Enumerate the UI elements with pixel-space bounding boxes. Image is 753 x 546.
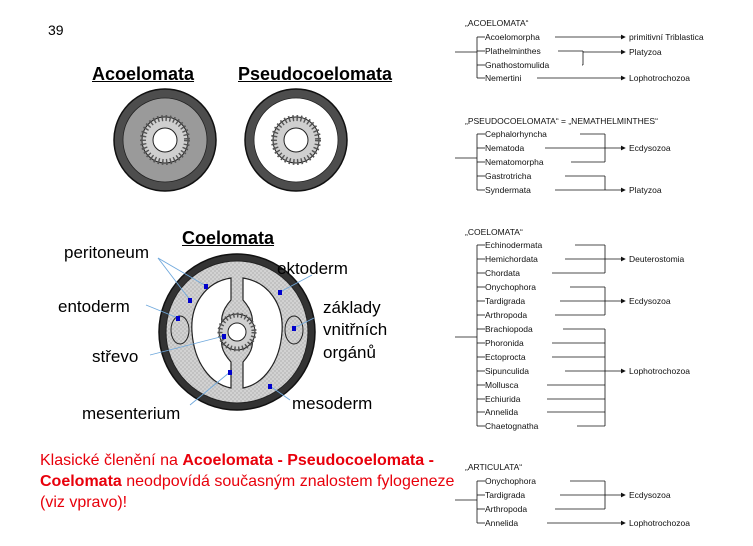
taxon: Tardigrada	[485, 490, 525, 500]
acoelomata-diagram	[113, 88, 217, 192]
pseudocoelomata-diagram	[244, 88, 348, 192]
target-clade: Lophotrochozoa	[629, 73, 690, 83]
taxon: Onychophora	[485, 282, 536, 292]
taxon: Echiurida	[485, 394, 521, 404]
page-number: 39	[48, 22, 64, 38]
taxon: Brachiopoda	[485, 324, 533, 334]
group-title-coelomata: „COELOMATA“	[465, 227, 523, 237]
label-ektoderm: ektoderm	[277, 259, 348, 278]
label-zaklady-line1: základy	[323, 298, 381, 317]
taxon: Nematomorpha	[485, 157, 544, 167]
taxon: Gnathostomulida	[485, 60, 550, 70]
caption-text-2: neodpovídá současným znalostem fylogenez…	[40, 473, 455, 511]
caption-bold: Acoelomata - Pseudocoelomata - Coelomata	[40, 452, 434, 490]
label-mesenterium: mesenterium	[82, 404, 181, 423]
heading-acoelomata: Acoelomata	[92, 64, 195, 84]
taxon: Tardigrada	[485, 296, 525, 306]
target-clade: Ecdysozoa	[629, 296, 671, 306]
taxon: Chaetognatha	[485, 421, 539, 431]
caption: Klasické členění na Acoelomata - Pseudoc…	[40, 450, 460, 513]
taxon: Annelida	[485, 407, 518, 417]
taxon: Syndermata	[485, 185, 531, 195]
caption-text-1: Klasické členění na	[40, 452, 183, 469]
taxon: Arthropoda	[485, 504, 527, 514]
group-title-acoelomata: „ACOELOMATA“	[465, 18, 529, 28]
taxon: Sipunculida	[485, 366, 529, 376]
target-clade: Ecdysozoa	[629, 143, 671, 153]
group-title-articulata: „ARTICULATA“	[465, 462, 522, 472]
taxon: Cephalorhyncha	[485, 129, 547, 139]
taxon: Mollusca	[485, 380, 519, 390]
taxon: Hemichordata	[485, 254, 538, 264]
label-mesoderm: mesoderm	[292, 394, 373, 413]
phylogeny-panel: „ACOELOMATA“ Acoelomorpha Plathelminthes…	[455, 18, 704, 528]
target-clade: Lophotrochozoa	[629, 366, 690, 376]
taxon: Onychophora	[485, 476, 536, 486]
label-entoderm: entoderm	[58, 297, 130, 316]
taxon: Nemertini	[485, 73, 521, 83]
label-strevo: střevo	[92, 347, 139, 366]
label-peritoneum: peritoneum	[64, 243, 150, 262]
taxon: Acoelomorpha	[485, 32, 540, 42]
heading-coelomata: Coelomata	[182, 228, 275, 248]
taxon: Echinodermata	[485, 240, 542, 250]
taxon: Chordata	[485, 268, 520, 278]
taxon: Plathelminthes	[485, 46, 541, 56]
target-clade: primitivní Triblastica	[629, 32, 704, 42]
taxon: Arthropoda	[485, 310, 527, 320]
target-clade: Deuterostomia	[629, 254, 685, 264]
coelomata-diagram	[145, 253, 316, 411]
label-zaklady-line2: vnitřních	[323, 320, 388, 339]
label-zaklady-line3: orgánů	[323, 343, 376, 362]
target-clade: Platyzoa	[629, 185, 662, 195]
target-clade: Platyzoa	[629, 47, 662, 57]
target-clade: Ecdysozoa	[629, 490, 671, 500]
taxon: Phoronida	[485, 338, 524, 348]
group-title-pseudocoelomata: „PSEUDOCOELOMATA“ = „NEMATHELMINTHES“	[465, 116, 658, 126]
target-clade: Lophotrochozoa	[629, 518, 690, 528]
taxon: Nematoda	[485, 143, 524, 153]
heading-pseudocoelomata: Pseudocoelomata	[238, 64, 393, 84]
taxon: Gastrotricha	[485, 171, 532, 181]
taxon: Annelida	[485, 518, 518, 528]
taxon: Ectoprocta	[485, 352, 526, 362]
cross-section-drawings	[113, 88, 348, 411]
